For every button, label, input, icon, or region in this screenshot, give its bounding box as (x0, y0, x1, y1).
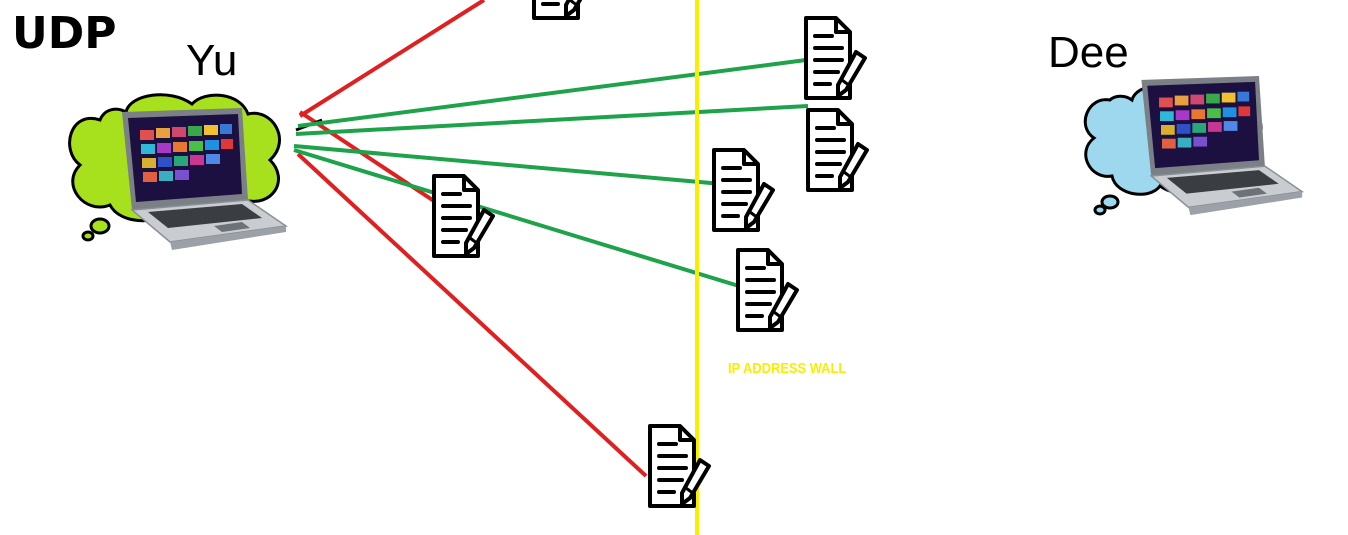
delivered-line (293, 144, 723, 186)
packet-document-icon (806, 108, 869, 192)
packet-document-icon (432, 174, 495, 258)
delivered-line (297, 58, 807, 128)
diagram-title: UDP (12, 8, 117, 59)
delivered-line (295, 104, 809, 136)
laptop-receiver-icon (1140, 75, 1303, 216)
lost-line (296, 152, 648, 478)
packet-document-icon (532, 0, 595, 20)
sender-label: Yu (186, 36, 238, 85)
receiver-label: Dee (1048, 28, 1129, 77)
packet-document-icon (804, 16, 867, 100)
cloud-bubble (81, 230, 95, 242)
packet-document-icon (712, 148, 775, 232)
packet-document-icon (736, 248, 799, 332)
delivered-line (293, 148, 753, 292)
cloud-bubble (89, 217, 111, 235)
cloud-bubble (1093, 204, 1107, 216)
packet-document-icon (648, 424, 711, 508)
cloud-bubble (1100, 194, 1120, 210)
wall-label: IP ADDRESS WALL (728, 360, 847, 377)
lost-line (298, 0, 486, 118)
transmission-lines (293, 0, 809, 478)
